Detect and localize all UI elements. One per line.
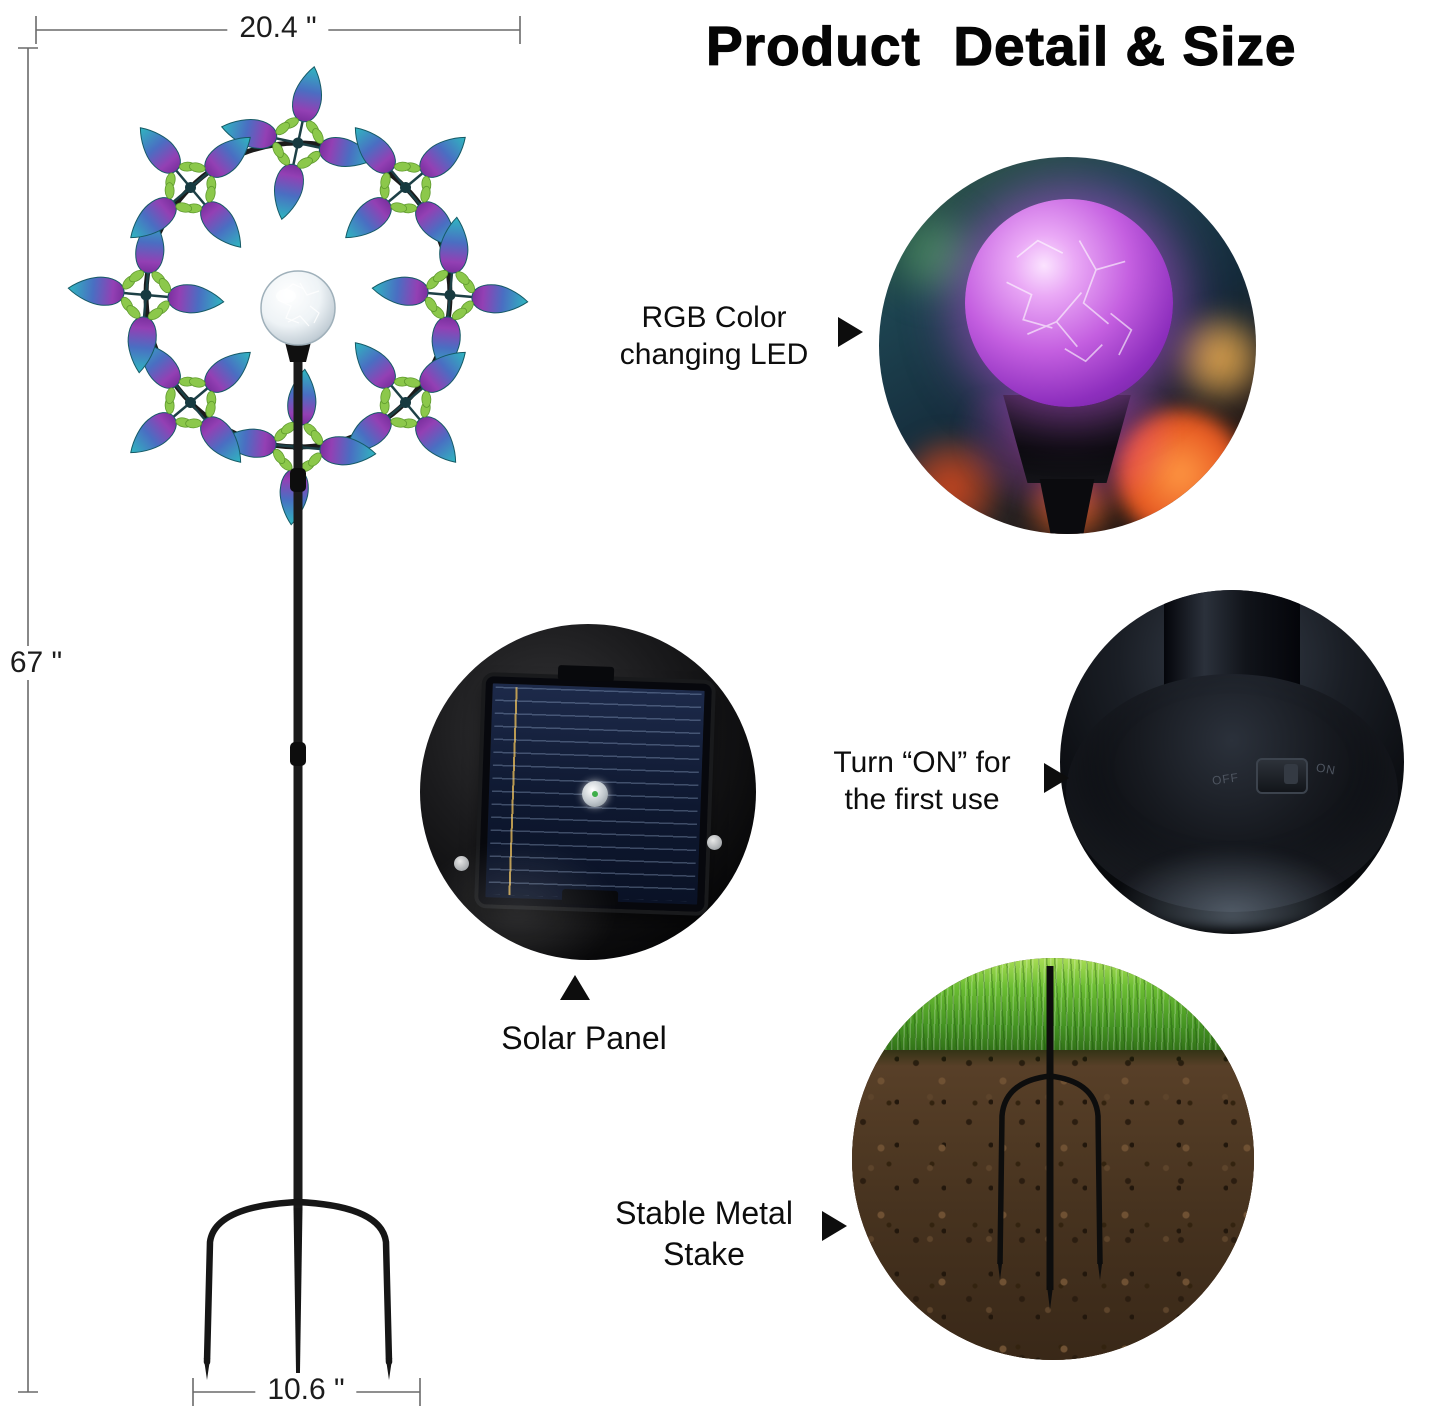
bokeh-light: [1177, 315, 1256, 401]
stake-pole: [290, 345, 306, 1210]
callout-stake-line1: Stable Metal: [615, 1195, 793, 1231]
metal-stake-photo: [852, 958, 1254, 1360]
screw-icon: [454, 856, 469, 871]
arrow-up-icon: [560, 975, 590, 1000]
lamp-head: [1003, 395, 1131, 483]
arrow-right-icon: [822, 1211, 847, 1241]
dimension-width-label: 20.4 ": [227, 11, 329, 45]
callout-led: RGB Color changing LED: [598, 299, 830, 373]
callout-switch-line2: the first use: [844, 783, 1000, 816]
lamp-underside-dome: [1066, 674, 1398, 912]
panel-center-screw: [581, 780, 609, 808]
led-detail-photo: [879, 157, 1256, 534]
bokeh-light: [893, 213, 977, 297]
callout-solar: Solar Panel: [466, 1020, 702, 1057]
arrow-right-icon: [1044, 763, 1069, 793]
wind-spinner-diagram: [18, 16, 560, 1406]
dimension-height-label: 67 ": [0, 646, 75, 680]
tripod-stake: [203, 1198, 393, 1384]
screw-icon: [707, 835, 722, 850]
dimension-base-label: 10.6 ": [255, 1373, 357, 1407]
callout-switch: Turn “ON” for the first use: [804, 744, 1040, 818]
crackle-glass-ball: [965, 199, 1173, 407]
panel-clip: [561, 889, 619, 906]
arrow-right-icon: [838, 317, 863, 347]
on-off-switch: [1256, 758, 1308, 794]
crackle-texture: [277, 282, 320, 327]
glass-ball: [260, 270, 336, 362]
lamp-neck: [1039, 479, 1095, 534]
solar-panel-photo: [420, 624, 756, 960]
crackle-texture: [1006, 239, 1133, 363]
power-switch-photo: OFF ON: [1060, 590, 1404, 934]
lamp-cylinder: [1164, 590, 1300, 686]
callout-led-line1: RGB Color: [641, 301, 787, 334]
callout-led-line2: changing LED: [619, 338, 809, 371]
callout-stake-line2: Stake: [663, 1236, 745, 1272]
page-title: Product Detail & Size: [705, 14, 1297, 77]
stake-prongs: [997, 966, 1103, 1310]
callout-stake: Stable Metal Stake: [590, 1193, 818, 1275]
rim-highlight: [1096, 840, 1368, 928]
callout-solar-label: Solar Panel: [501, 1020, 667, 1056]
callout-switch-line1: Turn “ON” for: [833, 746, 1011, 779]
solar-panel: [478, 676, 712, 912]
panel-clip: [557, 665, 615, 682]
